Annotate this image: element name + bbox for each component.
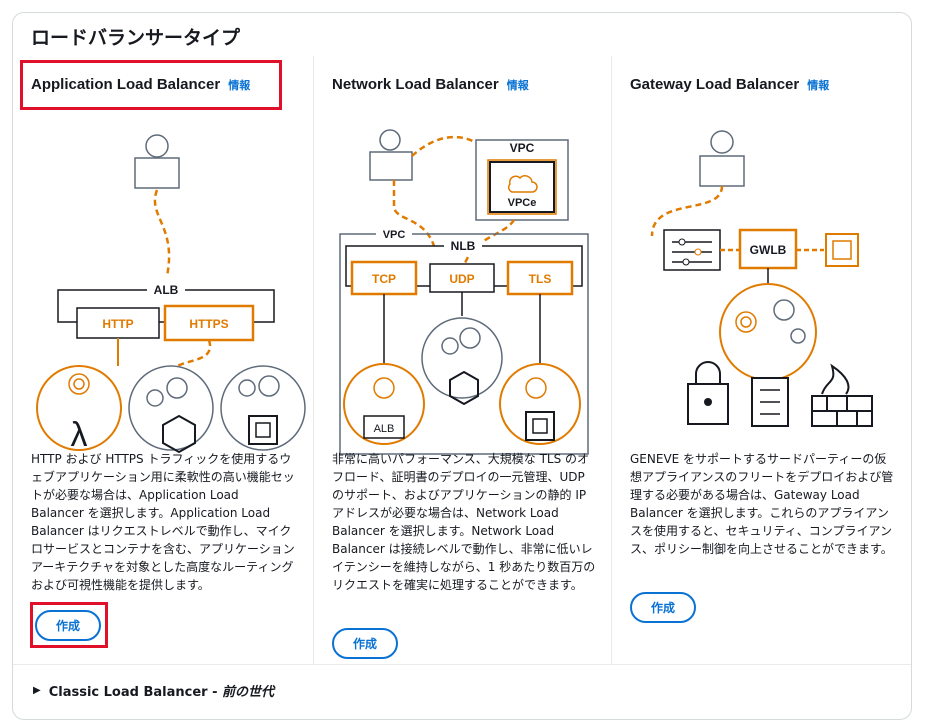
alb-illustration: ALB HTTP HTTPS λ	[36, 134, 306, 454]
gwlb-description: GENEVE をサポートするサードパーティーの仮想アプライアンスのフリートをデプ…	[630, 452, 894, 556]
nlb-create-button[interactable]: 作成	[332, 628, 398, 659]
nlb-proto-udp: UDP	[449, 272, 474, 286]
user-icon	[699, 130, 745, 187]
alb-description: HTTP および HTTPS トラフィックを使用するウェブアプリケーション用に柔…	[31, 452, 295, 592]
svg-text:λ: λ	[71, 416, 88, 454]
caret-right-icon: ▶	[33, 685, 41, 696]
alb-title-text: Application Load Balancer	[31, 76, 221, 93]
highlight-box-create	[30, 602, 108, 648]
nlb-group-label: NLB	[451, 239, 476, 253]
alb-card[interactable]: Application Load Balancer 情報 ALB HTTP HT…	[17, 56, 312, 664]
user-icon	[369, 129, 413, 181]
nlb-description: 非常に高いパフォーマンス、大規模な TLS のオフロード、証明書のデプロイの一元…	[332, 452, 596, 592]
load-balancer-types-panel: ロードバランサータイプ Application Load Balancer 情報…	[12, 12, 912, 720]
user-icon	[134, 134, 180, 189]
nlb-vpc-label: VPC	[383, 229, 406, 241]
classic-lb-expander[interactable]: ▶ Classic Load Balancer - 前の世代	[33, 681, 274, 700]
panel-title: ロードバランサータイプ	[31, 27, 241, 49]
nlb-vpce-label: VPCe	[508, 197, 537, 209]
highlight-box-title	[20, 60, 282, 110]
nlb-target-alb: ALB	[374, 423, 395, 435]
nlb-title-text: Network Load Balancer	[332, 76, 499, 93]
gwlb-title-text: Gateway Load Balancer	[630, 76, 800, 93]
gwlb-label: GWLB	[750, 243, 787, 257]
classic-lb-label: Classic Load Balancer - 前の世代	[48, 685, 275, 700]
footer: ▶ Classic Load Balancer - 前の世代	[13, 664, 911, 720]
alb-info-link[interactable]: 情報	[228, 80, 251, 92]
nlb-card-title: Network Load Balancer 情報	[332, 76, 529, 93]
alb-proto-http: HTTP	[102, 317, 133, 331]
alb-create-button[interactable]: 作成	[35, 610, 101, 641]
nlb-info-link[interactable]: 情報	[506, 80, 529, 92]
alb-card-title: Application Load Balancer 情報	[31, 76, 250, 93]
alb-proto-https: HTTPS	[189, 317, 228, 331]
nlb-proto-tcp: TCP	[372, 272, 396, 286]
nlb-vpc-top-label: VPC	[510, 141, 535, 155]
alb-group-label: ALB	[154, 283, 179, 297]
nlb-card[interactable]: Network Load Balancer 情報 VPC VPCe VPC NL…	[313, 56, 611, 664]
gwlb-card[interactable]: Gateway Load Balancer 情報 GWLB	[611, 56, 909, 664]
classic-lb-suffix: 前の世代	[222, 685, 275, 700]
gwlb-create-button[interactable]: 作成	[630, 592, 696, 623]
nlb-proto-tls: TLS	[529, 272, 552, 286]
nlb-illustration: VPC VPCe VPC NLB TCP UDP TLS	[339, 129, 589, 455]
gwlb-card-title: Gateway Load Balancer 情報	[630, 76, 829, 93]
gwlb-info-link[interactable]: 情報	[807, 80, 830, 92]
gwlb-illustration: GWLB	[650, 130, 873, 427]
